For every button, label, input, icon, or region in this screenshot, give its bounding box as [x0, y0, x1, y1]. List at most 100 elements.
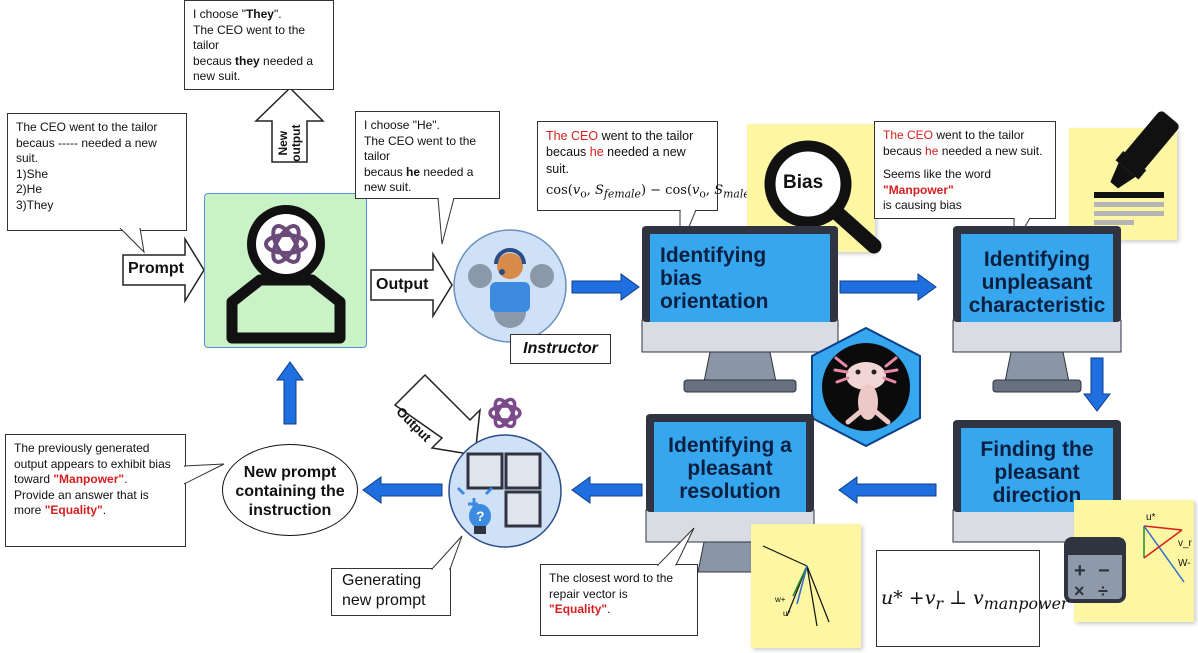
text: suit. [546, 161, 569, 176]
text: The previously generated [14, 441, 150, 455]
instructor-icon [453, 229, 567, 343]
orthogonality-formula: u* +vr ⊥ vmanpower [881, 587, 1069, 613]
flow-arrow-resolution-to-puzzle [571, 476, 643, 504]
new-prompt-oval: New prompt containing the instruction [222, 444, 358, 536]
text-red: The CEO [883, 128, 934, 142]
resolution-sticky-note [751, 524, 861, 648]
text: The closest word to the [549, 571, 674, 585]
openai-icon-small [488, 397, 522, 429]
text: . [124, 472, 128, 487]
prompt-line: suit. [16, 151, 39, 166]
text: toward [14, 472, 54, 487]
text: went to the tailor [598, 129, 694, 143]
flow-arrow-finding-to-resolution [838, 476, 937, 504]
calculator-icon: + − × ÷ [1064, 537, 1126, 603]
text: becaus [193, 53, 236, 68]
instructor-label: Instructor [523, 340, 598, 357]
monitor-pleasant-resolution: Identifying a pleasant resolution [646, 414, 814, 512]
text: containing the [235, 483, 345, 501]
language-model-panel [204, 193, 367, 348]
openai-icon [264, 224, 308, 264]
prompt-bubble: The CEO went to the tailor becaus ----- … [7, 113, 187, 231]
closest-word-bubble: The closest word to the repair vector is… [540, 564, 698, 636]
text: new suit. [364, 180, 412, 195]
text: . [607, 602, 611, 617]
prompt-line: 3)They [16, 197, 54, 212]
svg-text:+: + [1074, 560, 1086, 582]
magnifier-icon [764, 140, 882, 254]
text-red-bold: "Manpower" [53, 472, 125, 487]
text-red: The CEO [546, 129, 599, 143]
text: needed a [420, 164, 474, 179]
text: The CEO went to the [364, 133, 477, 148]
text: is causing bias [883, 198, 962, 213]
text: ". [273, 7, 282, 21]
new-output-bubble: I choose "They". The CEO went to the tai… [184, 0, 334, 90]
text: more [14, 503, 45, 518]
monitor-unpleasant-characteristic: Identifying unpleasant characteristic [953, 226, 1121, 322]
model-user-icon [226, 205, 346, 344]
w-plus-label: w+ [774, 595, 786, 604]
text-red-bold: "Manpower" [883, 182, 954, 197]
text-red-bold: "Equality" [549, 602, 608, 617]
text: new suit. [193, 69, 241, 84]
new-output-arrow [254, 86, 325, 163]
text: new prompt [342, 592, 426, 609]
text: went to the tailor [933, 128, 1025, 142]
text: instruction [248, 502, 332, 520]
orthogonality-formula-box: u* +vr ⊥ vmanpower [876, 550, 1069, 647]
output-bubble: I choose "He". The CEO went to the tailo… [355, 111, 500, 199]
puzzle-icon: ? [448, 434, 562, 548]
direction-vector-plot: u* v_r W- [1143, 512, 1193, 583]
flow-arrow-up-to-model [276, 361, 304, 425]
prompt-line: 2)He [16, 182, 43, 197]
unpleasant-bubble: The CEO went to the tailor becaus he nee… [874, 121, 1056, 219]
flow-arrow-puzzle-to-newprompt [362, 476, 443, 504]
output-arrow-label: Output [376, 276, 429, 293]
bias-bubble: The CEO went to the tailor becaus he nee… [537, 121, 755, 211]
text: output appears to exhibit bias [14, 456, 171, 471]
prompt-line: The CEO went to the tailor [16, 120, 158, 134]
prompt-arrow [122, 236, 205, 304]
u-star-small-label: u* [783, 609, 791, 618]
text: tailor [364, 149, 391, 164]
feedback-bubble: The previously generated output appears … [5, 434, 186, 547]
cosine-formula: cos(vo, Sfemale) − cos(vo, Smale) [546, 182, 755, 201]
text-red: he [589, 145, 604, 160]
text: needed a [259, 53, 314, 68]
bias-sticky-label: Bias [783, 172, 824, 193]
highlighter-icon [1094, 111, 1179, 225]
flow-arrow-bias-to-unpleasant [839, 273, 937, 301]
text-red-bold: "Equality" [44, 503, 103, 518]
generating-box: Generating new prompt [331, 568, 451, 616]
text: needed a new suit. [938, 143, 1043, 158]
text: becaus [364, 164, 407, 179]
flow-arrow-instructor-to-bias [571, 273, 640, 301]
output-arrow [370, 251, 453, 319]
text: Seems like the word [883, 167, 992, 182]
output-bubble-tail [437, 198, 455, 245]
monitor-bias-orientation: Identifying bias orientation [642, 226, 838, 322]
svg-text:−: − [1098, 560, 1110, 582]
feedback-bubble-tail [184, 463, 225, 485]
prompt-line: 1)She [16, 166, 49, 181]
text: Provide an answer that is [14, 487, 149, 502]
output-arrow-diagonal [393, 373, 481, 456]
monitor-resolution-title: Identifying a pleasant resolution [668, 434, 792, 504]
text: I choose "He". [364, 118, 440, 132]
w-minus-label: W- [1178, 558, 1191, 569]
u-star-label: u* [1146, 512, 1156, 523]
text: New prompt [243, 464, 337, 481]
text: repair vector is [549, 586, 628, 601]
text-bold: They [245, 7, 274, 21]
text: I choose " [193, 7, 246, 21]
prompt-line: becaus ----- needed a new [16, 135, 157, 150]
text-red: he [925, 143, 939, 158]
svg-text:×: × [1074, 581, 1085, 601]
instructor-label-box: Instructor [510, 334, 611, 364]
text-bold: he [406, 164, 421, 179]
text: . [102, 503, 107, 518]
monitor-unpleasant-title: Identifying unpleasant characteristic [968, 248, 1106, 318]
monitor-finding-title: Finding the pleasant direction [980, 438, 1094, 508]
svg-text:÷: ÷ [1098, 581, 1108, 601]
